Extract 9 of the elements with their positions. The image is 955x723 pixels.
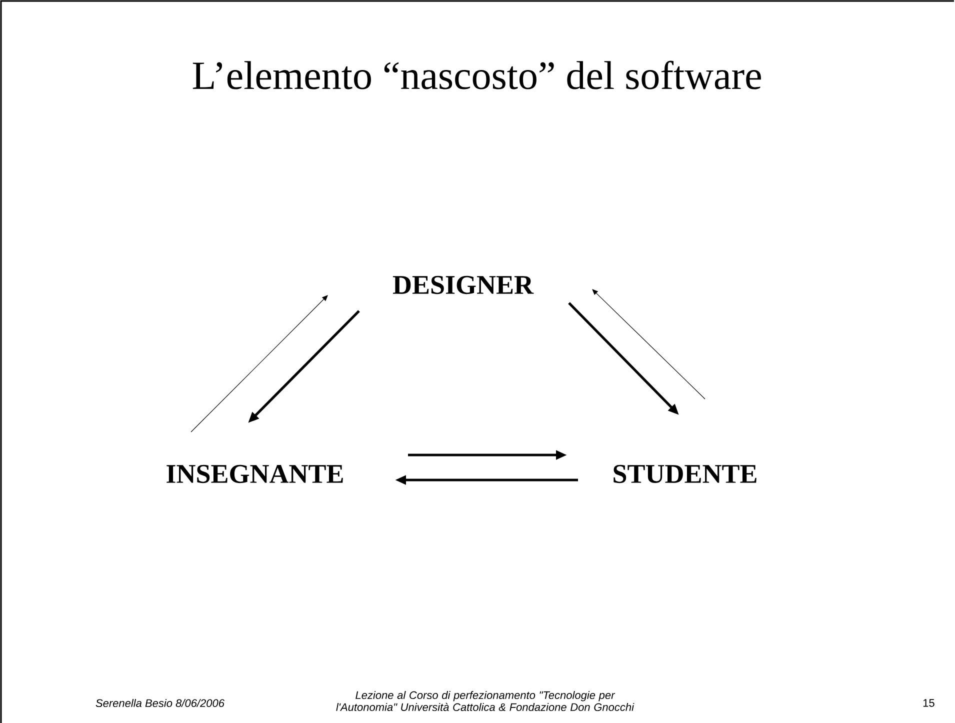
arrow	[190, 295, 328, 432]
node-label: STUDENTE	[614, 464, 756, 484]
footer-text: Lezione al Corso di perfezionamento "Tecnologie per l'Autonomia" Università Cattolica & Fondazione Don Gnocchi	[336, 690, 634, 712]
node-label: DESIGNER	[392, 276, 534, 294]
arrow	[592, 289, 706, 400]
node-label: INSEGNANTE	[166, 464, 343, 484]
footer-text: Serenella Besio 8/06/2006	[96, 698, 224, 708]
slide-title: L’elemento “nascosto” del software	[192, 60, 761, 90]
footer-text: 15	[923, 699, 934, 707]
